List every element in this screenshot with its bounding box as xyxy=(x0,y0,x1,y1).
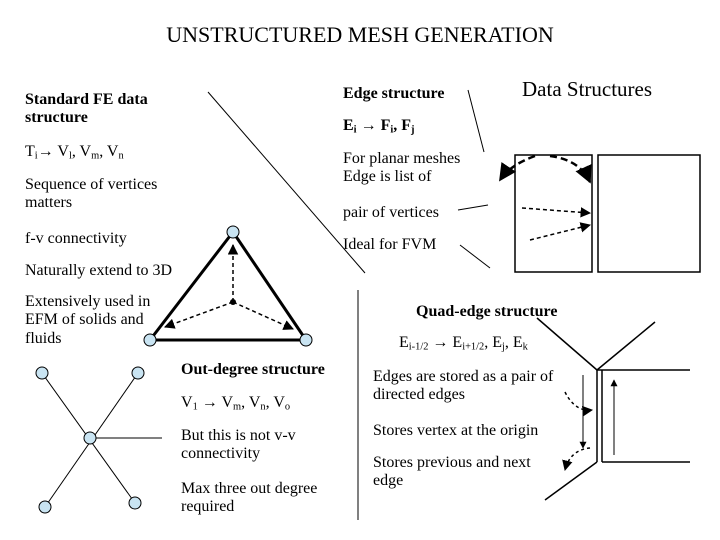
edge-pointer-2 xyxy=(457,204,489,211)
quad-edge-formula: Ei-1/2 → Ei+1/2, Ej, Ek xyxy=(399,334,528,353)
edge-pointer-1 xyxy=(467,89,485,153)
out-degree-star xyxy=(35,366,162,514)
quad-line-top-left xyxy=(536,317,598,371)
quad-edge-diagram xyxy=(536,317,690,501)
naturally-extend-text: Naturally extend to 3D xyxy=(25,262,173,279)
triangle-edge-left xyxy=(148,231,235,341)
stores-origin-text: Stores vertex at the origin xyxy=(373,422,539,439)
triangle-center-dot xyxy=(230,299,236,305)
extensively-used-text: Extensively used in EFM of solids and fl… xyxy=(25,293,151,347)
edge-structure-heading: Edge structure xyxy=(343,85,445,102)
edge-structure-diagram xyxy=(457,89,701,273)
data-structures-heading: Data Structures xyxy=(522,77,653,101)
star-node-center xyxy=(83,431,97,445)
triangle-node-right xyxy=(299,333,313,347)
not-vv-text: But this is not v-v connectivity xyxy=(181,427,296,463)
edge-box-right xyxy=(597,154,701,273)
ideal-fvm-text: Ideal for FVM xyxy=(343,236,437,253)
ti-formula: Ti→ Vl, Vm, Vn xyxy=(25,143,124,162)
edges-stored-text: Edges are stored as a pair of directed e… xyxy=(373,368,554,404)
fv-arrow-right xyxy=(232,301,294,330)
quad-line-top-right xyxy=(596,321,656,371)
edge-arc-left-arrow xyxy=(498,154,536,182)
star-node-top-left xyxy=(35,366,49,380)
edge-arc-right-arrow xyxy=(549,154,592,184)
edge-formula: Ei → Fi, Fj xyxy=(343,117,415,136)
edge-pointer-3 xyxy=(459,244,491,269)
star-node-top-right xyxy=(131,366,145,380)
out-degree-heading: Out-degree structure xyxy=(181,361,325,378)
fv-triangle xyxy=(143,225,313,347)
quad-arc-next-arrow xyxy=(564,391,594,417)
planar-meshes-text: For planar meshes Edge is list of xyxy=(343,150,461,186)
max-out-degree-text: Max three out degree required xyxy=(181,480,318,516)
triangle-edge-right xyxy=(231,231,308,341)
star-node-bottom-right xyxy=(128,496,142,510)
quad-line-bottom-left xyxy=(544,461,598,501)
out-degree-formula: V1 → Vm, Vn, Vo xyxy=(181,394,291,413)
triangle-node-top xyxy=(226,225,240,239)
star-node-bottom-left xyxy=(38,500,52,514)
edge-dashed-arrow-1 xyxy=(521,207,592,218)
pair-of-vertices-text: pair of vertices xyxy=(343,204,439,221)
fv-connectivity-text: f-v connectivity xyxy=(25,230,127,247)
triangle-node-left xyxy=(143,333,157,347)
quad-edge-heading: Quad-edge structure xyxy=(416,303,558,320)
slide-title: UNSTRUCTURED MESH GENERATION xyxy=(166,22,554,47)
fv-arrow-left xyxy=(164,301,234,329)
divider-line-diagonal xyxy=(207,91,366,274)
stores-prev-next-text: Stores previous and next edge xyxy=(373,454,531,490)
quad-arc-prev-arrow xyxy=(562,447,591,472)
sequence-text: Sequence of vertices matters xyxy=(25,176,158,212)
edge-dashed-arrow-2 xyxy=(529,222,592,241)
fe-structure-heading: Standard FE data structure xyxy=(25,91,148,127)
edge-box-left xyxy=(514,154,593,273)
